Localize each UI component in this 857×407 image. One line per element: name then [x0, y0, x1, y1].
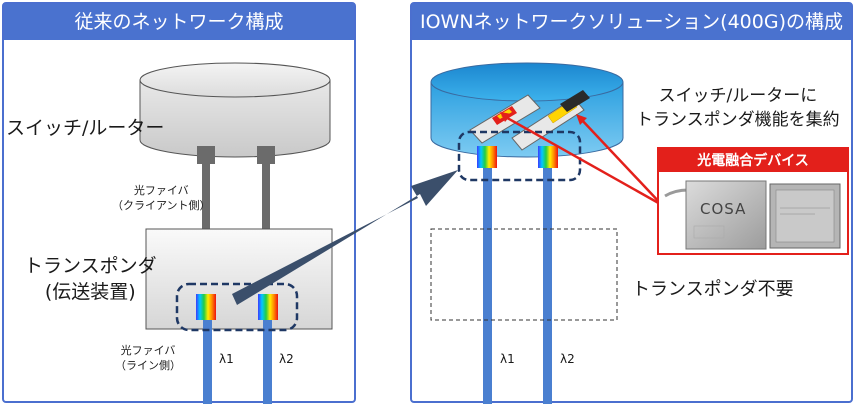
line-fiber-label-line1: 光ファイバ [120, 344, 176, 357]
callout-lines [500, 112, 663, 207]
dsp-chip [769, 183, 841, 249]
integration-caption-line1: スイッチ/ルーターに [658, 86, 818, 106]
cosa-chip [664, 180, 767, 250]
legacy-optical-module-1 [196, 294, 216, 320]
integration-caption: スイッチ/ルーターに トランスポンダ機能を集約 [636, 84, 840, 132]
iown-lambda-2: λ2 [560, 352, 575, 366]
line-fiber-label-line2: （ライン側） [115, 359, 181, 372]
line-fiber-label: 光ファイバ （ライン側） [115, 343, 181, 373]
transponder-label-line1: トランスポンダ [24, 255, 157, 277]
transponder-unneeded-label: トランスポンダ不要 [632, 279, 794, 300]
pluggable-module-2 [511, 90, 590, 151]
legacy-router-cylinder [139, 62, 331, 158]
integration-caption-line2: トランスポンダ機能を集約 [636, 110, 840, 130]
iown-line-fibers [483, 162, 552, 404]
legacy-modules-highlight [175, 282, 299, 332]
device-box-header [658, 148, 848, 172]
iown-panel-title: IOWNネットワークソリューション(400G)の構成 [412, 4, 851, 40]
client-fiber-label-line2: （クライアント側） [112, 199, 211, 212]
cosa-label: COSA [700, 200, 747, 218]
switch-router-label: スイッチ/ルーター [6, 117, 165, 139]
legacy-panel-title: 従来のネットワーク構成 [4, 4, 354, 40]
transponder-label: トランスポンダ (伝送装置) [24, 253, 157, 305]
iown-optical-module-1 [477, 146, 497, 168]
legacy-line-fibers [203, 294, 272, 404]
legacy-lambda-2: λ2 [279, 352, 294, 366]
client-fiber-label-line1: 光ファイバ [133, 184, 189, 197]
transponder-placeholder [430, 228, 618, 321]
iown-modules-highlight [457, 130, 582, 182]
transponder-label-line2: (伝送装置) [44, 281, 136, 303]
legacy-optical-module-2 [258, 294, 278, 320]
transponder-box [145, 228, 333, 330]
iown-lambda-1: λ1 [500, 352, 515, 366]
iown-optical-module-2 [538, 146, 558, 168]
migration-arrow [232, 170, 458, 305]
legacy-lambda-1: λ1 [219, 352, 234, 366]
client-fiber-label: 光ファイバ （クライアント側） [112, 183, 211, 213]
device-box-title: 光電融合デバイス [697, 153, 809, 169]
